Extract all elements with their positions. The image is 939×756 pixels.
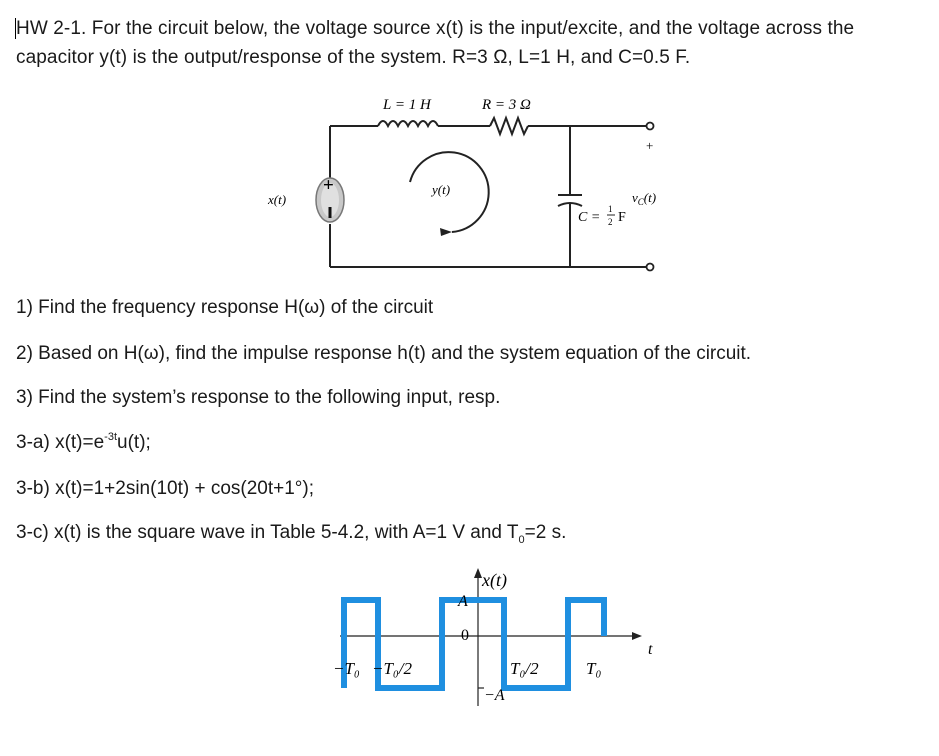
voltage-source xyxy=(315,177,345,223)
wave-tick-pos-half: T₀/2 xyxy=(510,659,539,678)
question-1: 1) Find the frequency response H(ω) of t… xyxy=(16,297,434,318)
square-wave-figure: x(t) t A −A 0 −T₀ −T₀/2 T₀/2 T₀ xyxy=(333,568,653,706)
question-3a-exponent: -3t xyxy=(104,430,118,443)
capacitor-value-num: 1 xyxy=(608,204,613,214)
problem-heading: HW 2-1. xyxy=(16,18,87,39)
wave-amp-pos: A xyxy=(457,593,468,610)
output-terminal-top xyxy=(645,121,655,131)
resistor-label: R = 3 Ω xyxy=(481,97,531,113)
output-voltage-label: vC(t) xyxy=(632,190,656,207)
inductor-symbol xyxy=(377,120,439,129)
output-terminal-bottom xyxy=(645,262,655,272)
loop-current-arrow xyxy=(409,151,490,233)
problem-intro-line1: For the circuit below, the voltage sourc… xyxy=(91,18,855,39)
problem-statement: HW 2-1. For the circuit below, the volta… xyxy=(16,14,921,72)
wave-tick-neg-T0: −T₀ xyxy=(333,659,360,678)
question-3c-subscript: 0 xyxy=(518,533,525,546)
loop-label: y(t) xyxy=(430,182,450,197)
capacitor-label: C = xyxy=(578,210,600,225)
question-3a-suffix: u(t); xyxy=(117,432,151,453)
question-3a-prefix: 3-a) x(t)=e xyxy=(16,432,105,453)
source-plus-sign: + xyxy=(323,175,334,196)
question-3b: 3-b) x(t)=1+2sin(10t) + cos(20t+1°); xyxy=(16,478,315,499)
inductor-label: L = 1 H xyxy=(382,97,432,113)
question-3c: 3-c) x(t) is the square wave in Table 5-… xyxy=(16,522,567,546)
capacitor-unit: F xyxy=(618,210,626,225)
capacitor-value-den: 2 xyxy=(608,217,613,227)
circuit-diagram: + x(t) L = 1 H R = 3 Ω y(t) + vC(t) C = … xyxy=(267,97,656,272)
resistor-symbol xyxy=(489,115,529,137)
wave-tick-pos-T0: T₀ xyxy=(586,659,601,678)
wave-zero: 0 xyxy=(461,627,469,644)
problem-intro-line2: capacitor y(t) is the output/response of… xyxy=(16,47,691,68)
output-plus-sign: + xyxy=(646,138,653,153)
source-label: x(t) xyxy=(267,192,286,207)
question-3c-suffix: =2 s. xyxy=(524,522,567,543)
question-3c-prefix: 3-c) x(t) is the square wave in Table 5-… xyxy=(16,522,519,543)
square-wave-trace xyxy=(341,597,607,691)
wave-x-axis-label: t xyxy=(648,641,653,658)
question-3a: 3-a) x(t)=e-3tu(t); xyxy=(16,430,151,454)
wave-amp-neg: −A xyxy=(484,687,505,704)
text-cursor xyxy=(15,18,16,39)
question-2: 2) Based on H(ω), find the impulse respo… xyxy=(16,343,752,364)
question-3: 3) Find the system’s response to the fol… xyxy=(16,387,501,408)
wave-y-axis-label: x(t) xyxy=(481,570,507,591)
wave-tick-neg-half: −T₀/2 xyxy=(372,659,413,678)
